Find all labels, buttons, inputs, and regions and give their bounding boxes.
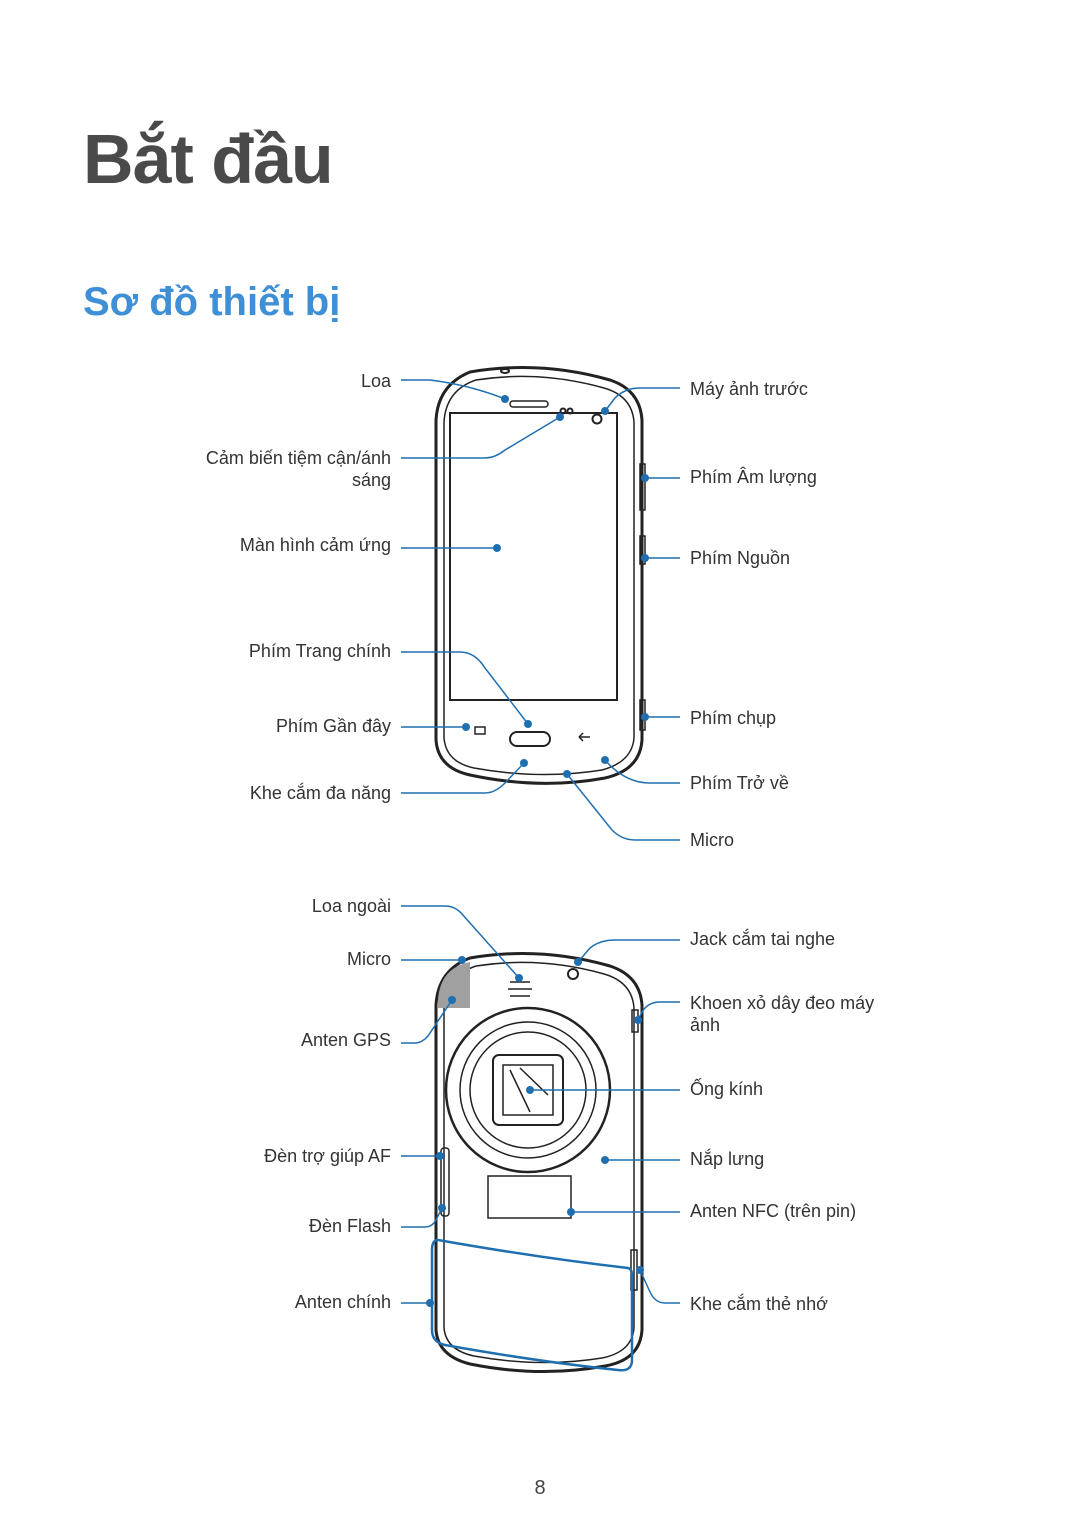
front-callouts [401, 379, 680, 841]
back-callouts [401, 905, 680, 1372]
label-af-assist-light: Đèn trợ giúp AF [264, 1146, 391, 1166]
label-touchscreen: Màn hình cảm ứng [239, 535, 391, 555]
label-volume-key: Phím Âm lượng [690, 467, 817, 487]
label-gps-antenna: Anten GPS [300, 1030, 391, 1050]
label-multipurpose-jack: Khe cắm đa năng [249, 783, 391, 803]
label-proximity-sensor: Cảm biến tiệm cận/ánh [205, 448, 391, 468]
label-back-key: Phím Trở về [690, 773, 789, 793]
label-home-key: Phím Trang chính [248, 641, 391, 661]
label-memory-card-slot: Khe cắm thẻ nhớ [690, 1294, 828, 1314]
label-back-cover: Nắp lưng [690, 1149, 765, 1169]
label-strap-hole-cont: ảnh [690, 1015, 721, 1035]
label-main-antenna: Anten chính [294, 1292, 391, 1312]
back-callout-dots [426, 956, 644, 1307]
label-power-key: Phím Nguồn [690, 548, 791, 568]
label-microphone-back: Micro [347, 949, 391, 969]
front-phone-illustration [434, 366, 646, 785]
section-title: Sơ đồ thiết bị [83, 280, 341, 324]
chapter-title: Bắt đầu [83, 120, 334, 198]
label-microphone-front: Micro [690, 830, 734, 850]
page-number: 8 [534, 1477, 546, 1499]
label-external-speaker: Loa ngoài [311, 896, 391, 916]
label-lens: Ống kính [690, 1079, 764, 1099]
label-strap-hole: Khoen xỏ dây đeo máy [690, 993, 875, 1013]
label-flash: Đèn Flash [308, 1216, 391, 1236]
label-recent-key: Phím Gần đây [275, 716, 391, 736]
label-headset-jack: Jack cắm tai nghe [690, 929, 836, 949]
label-proximity-sensor-cont: sáng [351, 470, 391, 490]
back-phone-illustration [434, 952, 644, 1373]
front-callout-dots [462, 395, 649, 778]
label-shutter-key: Phím chụp [690, 708, 777, 728]
label-nfc-antenna: Anten NFC (trên pin) [690, 1201, 857, 1221]
label-front-camera: Máy ảnh trước [690, 379, 808, 399]
label-speaker: Loa [360, 371, 391, 391]
